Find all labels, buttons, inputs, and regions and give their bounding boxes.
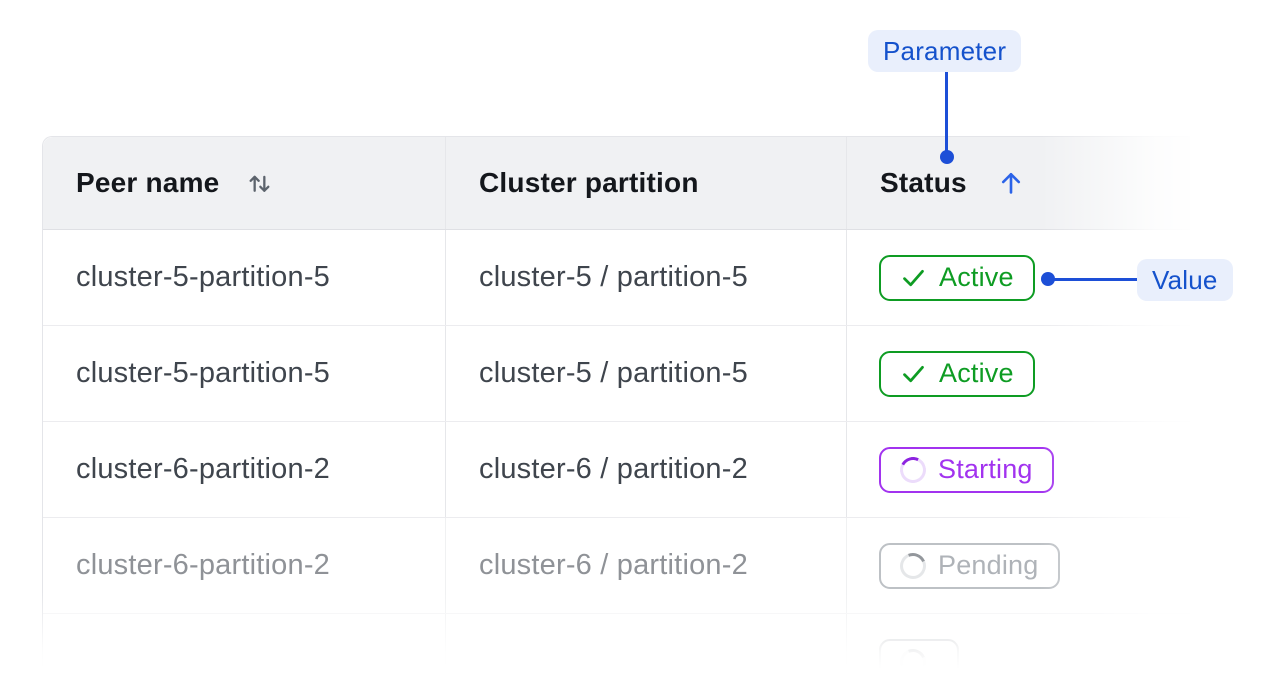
cluster-partition-cell: cluster-5 / partition-5	[446, 230, 847, 325]
cluster-partition-cell: cluster-6 / partition-2	[446, 518, 847, 613]
peers-table: Peer name Cluster partition Status clust…	[42, 136, 1190, 688]
table-row: cluster-6-partition-2 cluster-6 / partit…	[43, 518, 1190, 614]
column-header-peer-name[interactable]: Peer name	[43, 137, 446, 229]
spinner-icon	[896, 644, 930, 679]
peer-name-cell	[43, 614, 446, 688]
check-icon	[903, 269, 924, 287]
status-cell: Active	[847, 230, 1190, 325]
value-connector-line	[1051, 277, 1137, 281]
peer-name-cell: cluster-6-partition-2	[43, 422, 446, 517]
status-badge-label: Starting	[938, 454, 1033, 484]
table-header-row: Peer name Cluster partition Status	[43, 137, 1190, 230]
peer-name-cell: cluster-5-partition-5	[43, 326, 446, 421]
sort-ascending-arrow-icon	[996, 168, 1026, 198]
parameter-connector-line	[945, 72, 948, 152]
status-cell: Active	[847, 326, 1190, 421]
check-icon	[903, 365, 924, 383]
peer-name-cell: cluster-5-partition-5	[43, 230, 446, 325]
status-cell: Pending	[847, 518, 1190, 613]
status-badge-label: Active	[939, 262, 1014, 292]
status-badge-active: Active	[879, 254, 1035, 301]
status-cell: Starting	[847, 422, 1190, 517]
cluster-partition-header-label: Cluster partition	[479, 167, 699, 198]
parameter-chip: Parameter	[868, 30, 1022, 72]
peer-name-cell: cluster-6-partition-2	[43, 518, 446, 613]
status-badge-pending	[879, 638, 959, 685]
status-badge-active: Active	[879, 350, 1035, 397]
sort-updown-icon	[245, 169, 274, 198]
cluster-partition-cell	[446, 614, 847, 688]
table-row: cluster-5-partition-5 cluster-5 / partit…	[43, 326, 1190, 422]
table-row: cluster-6-partition-2 cluster-6 / partit…	[43, 422, 1190, 518]
cluster-partition-cell: cluster-5 / partition-5	[446, 326, 847, 421]
column-header-status[interactable]: Status	[847, 137, 1190, 229]
status-badge-starting: Starting	[879, 446, 1054, 493]
spinner-icon	[896, 453, 930, 486]
value-chip: Value	[1137, 259, 1233, 301]
status-cell	[847, 614, 1190, 688]
table-row	[43, 614, 1190, 688]
status-badge-pending: Pending	[879, 542, 1060, 589]
status-badge-label: Pending	[938, 550, 1039, 580]
status-header-label: Status	[880, 167, 967, 198]
column-header-cluster-partition[interactable]: Cluster partition	[446, 137, 847, 229]
cluster-partition-cell: cluster-6 / partition-2	[446, 422, 847, 517]
peer-name-header-label: Peer name	[76, 167, 220, 198]
status-badge-label: Active	[939, 358, 1014, 388]
table-row: cluster-5-partition-5 cluster-5 / partit…	[43, 230, 1190, 326]
parameter-connector-dot	[940, 150, 954, 164]
spinner-icon	[896, 548, 930, 583]
